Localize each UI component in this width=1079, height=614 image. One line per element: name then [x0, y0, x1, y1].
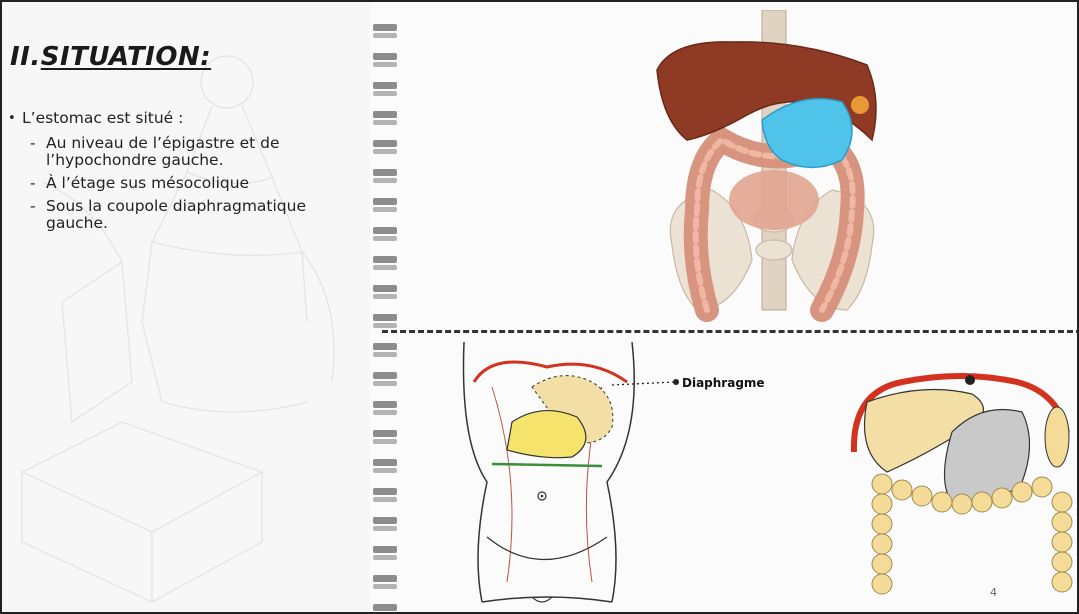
torso-diaphragm-diagram: Diaphragme	[452, 342, 782, 614]
spiral-coil	[373, 169, 397, 183]
stomach-position-schematic	[842, 362, 1079, 602]
pointer-cursor	[851, 96, 869, 114]
spiral-coil	[373, 285, 397, 299]
small-intestine	[729, 170, 819, 230]
spleen-schematic	[1045, 407, 1069, 467]
left-page: II.SITUATION: • L’estomac est situé : - …	[2, 2, 370, 612]
spiral-coil	[373, 604, 397, 614]
spiral-coil	[373, 53, 397, 67]
spiral-coil	[373, 314, 397, 328]
title-prefix: II.	[10, 42, 41, 72]
bullet-list: • L’estomac est situé : - Au niveau de l…	[8, 110, 358, 238]
bullet-item: • L’estomac est situé :	[8, 110, 358, 127]
intro-text: L’estomac est situé :	[22, 110, 183, 127]
sub-item: - Sous la coupole diaphragmatique gauche…	[30, 198, 358, 232]
label-leader-line	[612, 382, 674, 385]
transverse-plane-line	[492, 464, 602, 466]
spiral-coil	[373, 575, 397, 589]
sub-item-text: À l’étage sus mésocolique	[46, 175, 249, 192]
spiral-coil	[373, 256, 397, 270]
slide-title: II.SITUATION:	[10, 42, 211, 72]
spiral-coil	[373, 488, 397, 502]
spiral-coil	[373, 343, 397, 357]
esophagus-marker	[965, 375, 975, 385]
spiral-coil	[373, 517, 397, 531]
spiral-coil	[373, 546, 397, 560]
dash-mark: -	[30, 198, 46, 232]
title-main: SITUATION:	[41, 42, 211, 72]
anatomy-watermark-figure	[2, 2, 370, 614]
spiral-coil	[373, 401, 397, 415]
stomach-sketch	[507, 411, 586, 458]
dash-mark: -	[30, 175, 46, 192]
spiral-coil	[373, 82, 397, 96]
notebook-spiral-binding	[368, 22, 402, 614]
sub-item: - Au niveau de l’épigastre et de l’hypoc…	[30, 135, 358, 169]
spiral-coil	[373, 24, 397, 38]
section-divider	[382, 330, 1079, 333]
spiral-coil	[373, 140, 397, 154]
page-number: 4	[990, 586, 997, 599]
spiral-coil	[373, 430, 397, 444]
spiral-coil	[373, 198, 397, 212]
sub-item-text: Sous la coupole diaphragmatique gauche.	[46, 198, 358, 232]
dash-mark: -	[30, 135, 46, 169]
sub-item: - À l’étage sus mésocolique	[30, 175, 358, 192]
spiral-coil	[373, 372, 397, 386]
pelvis-lower-outline	[487, 537, 607, 602]
diaphragm-label: Diaphragme	[682, 376, 765, 390]
spiral-coil	[373, 227, 397, 241]
bullet-mark: •	[8, 110, 22, 127]
spiral-coil	[373, 111, 397, 125]
sub-item-text: Au niveau de l’épigastre et de l’hypocho…	[46, 135, 358, 169]
spiral-coil	[373, 459, 397, 473]
abdomen-3d-illustration	[652, 10, 892, 330]
label-leader-dot	[673, 379, 679, 385]
